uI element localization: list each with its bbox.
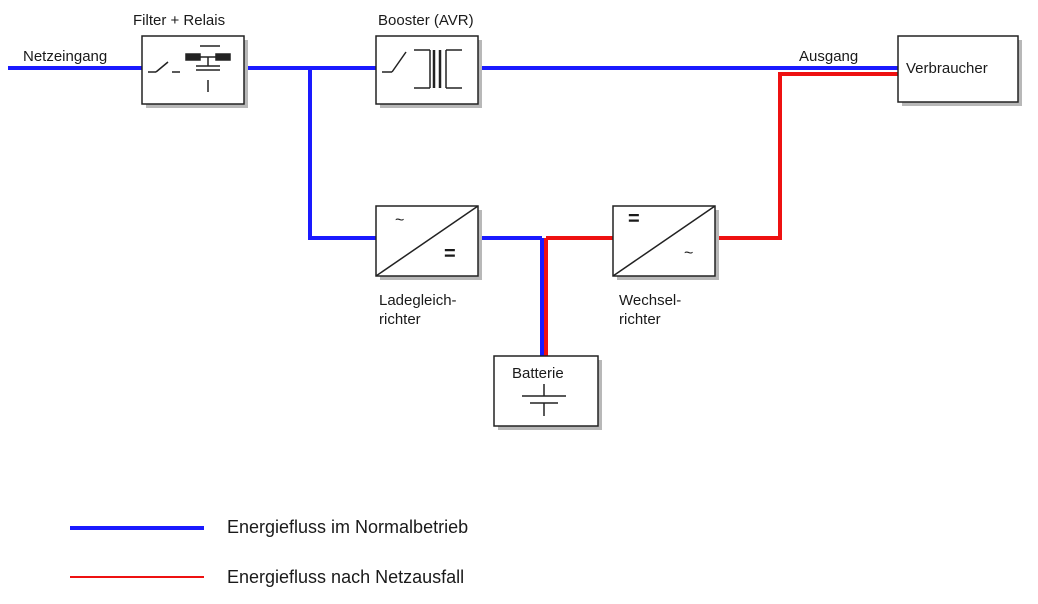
output-label: Ausgang [799, 48, 859, 65]
rectifier-block [375, 205, 482, 280]
inverter-block [612, 205, 719, 280]
booster-label: Booster (AVR) [378, 12, 474, 29]
inverter-dc-symbol: = [628, 208, 640, 230]
filter-relay-label: Filter + Relais [133, 12, 226, 29]
normal-flow-path [8, 66, 898, 356]
inverter-ac-symbol: ~ [684, 245, 694, 262]
relay-switch-icon [148, 61, 180, 73]
inverter-label-line1: Wechsel- [619, 292, 682, 309]
transformer-icon [382, 49, 462, 89]
consumer-block [897, 35, 1022, 106]
inverter-diagonal [612, 205, 716, 277]
legend-normal-text: Energiefluss im Normalbetrieb [227, 517, 469, 537]
rectifier-diagonal [375, 205, 479, 277]
battery-icon [522, 384, 566, 416]
inverter-label-line2: richter [619, 311, 661, 328]
filter-icon [185, 45, 231, 92]
battery-label: Batterie [512, 365, 564, 382]
rectifier-label-line1: Ladegleich- [379, 292, 457, 309]
booster-block [375, 35, 482, 108]
battery-block [493, 355, 602, 430]
rectifier-ac-symbol: ~ [395, 212, 405, 229]
filter-relay-block [141, 35, 248, 108]
input-label: Netzeingang [23, 48, 108, 65]
failure-flow-path [544, 72, 898, 356]
legend-failure-text: Energiefluss nach Netzausfall [227, 567, 465, 587]
consumer-label: Verbraucher [906, 60, 988, 77]
rectifier-label-line2: richter [379, 311, 421, 328]
rectifier-dc-symbol: = [444, 243, 456, 265]
